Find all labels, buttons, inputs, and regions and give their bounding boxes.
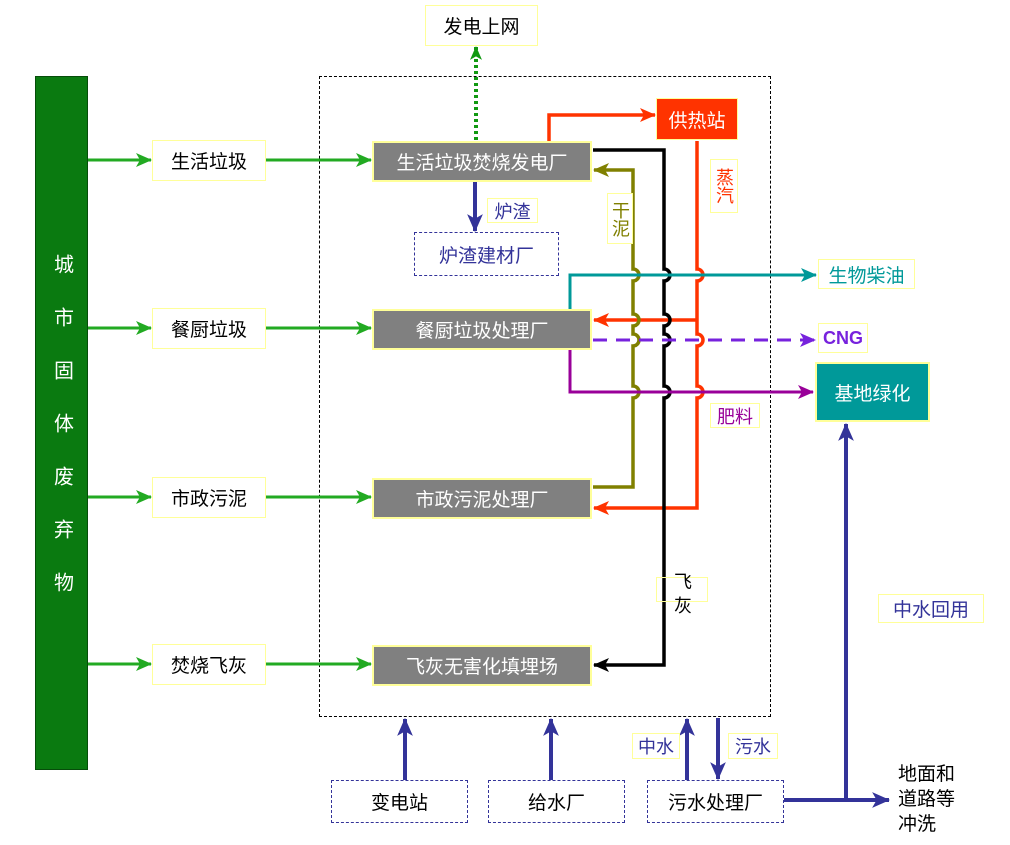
plant-kitchen-waste: 餐厨垃圾处理厂 — [372, 309, 592, 350]
arrow-fertilizer-to-green-base — [568, 349, 814, 399]
biodiesel-label: 生物柴油 — [818, 259, 915, 289]
dry-sludge-flow-label: 干泥 — [607, 193, 633, 244]
fertilizer-flow-label: 肥料 — [710, 403, 760, 428]
ground-wash-label: 地面和 道路等 冲洗 — [898, 762, 988, 837]
arrow-fly-ash-to-landfill-plant — [593, 148, 672, 672]
arrow-kitchen-to-biodiesel — [568, 268, 817, 309]
source-bar: 城市固体废弃物 — [35, 76, 88, 770]
fly-ash-label-frame — [656, 577, 708, 602]
power-grid-box: 发电上网 — [425, 5, 538, 46]
cng-label: CNG — [818, 323, 868, 353]
substation-box: 变电站 — [331, 780, 468, 823]
ground-wash-line-3: 冲洗 — [898, 814, 937, 835]
reclaimed-reuse-label: 中水回用 — [878, 594, 984, 623]
water-plant-box: 给水厂 — [488, 780, 625, 823]
input-incineration-fly-ash: 焚烧飞灰 — [152, 644, 266, 685]
fly-ash-flow-label: 飞灰 — [670, 572, 694, 624]
steam-flow-label: 蒸汽 — [710, 159, 738, 213]
input-municipal-sludge: 市政污泥 — [152, 477, 266, 518]
sewage-flow-label: 污水 — [728, 733, 778, 759]
plant-sludge: 市政污泥处理厂 — [372, 478, 592, 519]
source-label: 城市固体废弃物 — [50, 254, 73, 625]
slag-building-material-plant: 炉渣建材厂 — [414, 232, 559, 276]
ground-wash-line-1: 地面和 — [898, 764, 956, 785]
fly-ash-flow-text: 飞灰 — [672, 572, 692, 620]
input-domestic-waste: 生活垃圾 — [152, 140, 266, 181]
dry-sludge-flow-text: 干泥 — [610, 200, 630, 237]
green-base-box: 基地绿化 — [815, 362, 930, 422]
arrow-incineration-to-heating-station — [547, 108, 656, 141]
slag-flow-label: 炉渣 — [487, 198, 538, 223]
steam-flow-text: 蒸汽 — [714, 168, 734, 204]
arrow-dry-sludge-to-incineration-plant — [593, 163, 641, 489]
sewage-plant-box: 污水处理厂 — [647, 780, 784, 823]
input-kitchen-waste: 餐厨垃圾 — [152, 308, 266, 349]
plant-incineration-power: 生活垃圾焚烧发电厂 — [372, 141, 592, 182]
plant-fly-ash-landfill: 飞灰无害化填埋场 — [372, 645, 592, 686]
ground-wash-line-2: 道路等 — [898, 789, 956, 810]
park-boundary — [319, 76, 771, 717]
reclaimed-water-flow-label: 中水 — [632, 733, 680, 759]
heating-station: 供热站 — [656, 98, 738, 140]
